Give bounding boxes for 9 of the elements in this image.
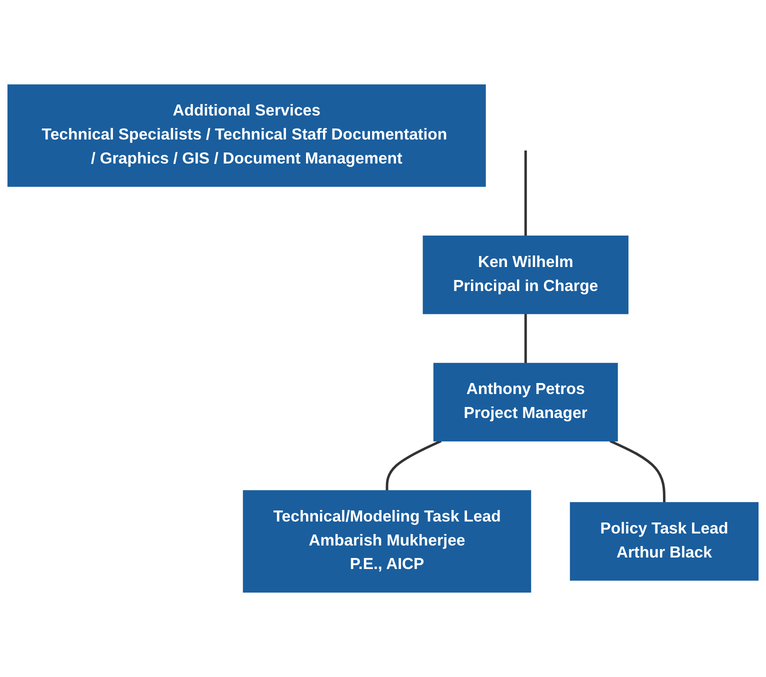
- connector: [610, 440, 666, 503]
- node-box: Ken Wilhelm Principal in Charge: [422, 236, 628, 314]
- connector: [524, 150, 527, 236]
- node-box: Anthony Petros Project Manager: [433, 362, 618, 442]
- node-box: Technical/Modeling Task Lead Ambarish Mukherjee P.E., AICP: [242, 490, 532, 593]
- node-box: Additional Services Technical Specialists / Technical Staff Documentation / Graphics / GIS / Document Management: [7, 84, 486, 187]
- node-box: Policy Task Lead Arthur Black: [570, 502, 759, 581]
- connector: [386, 440, 442, 491]
- connector: [524, 314, 527, 364]
